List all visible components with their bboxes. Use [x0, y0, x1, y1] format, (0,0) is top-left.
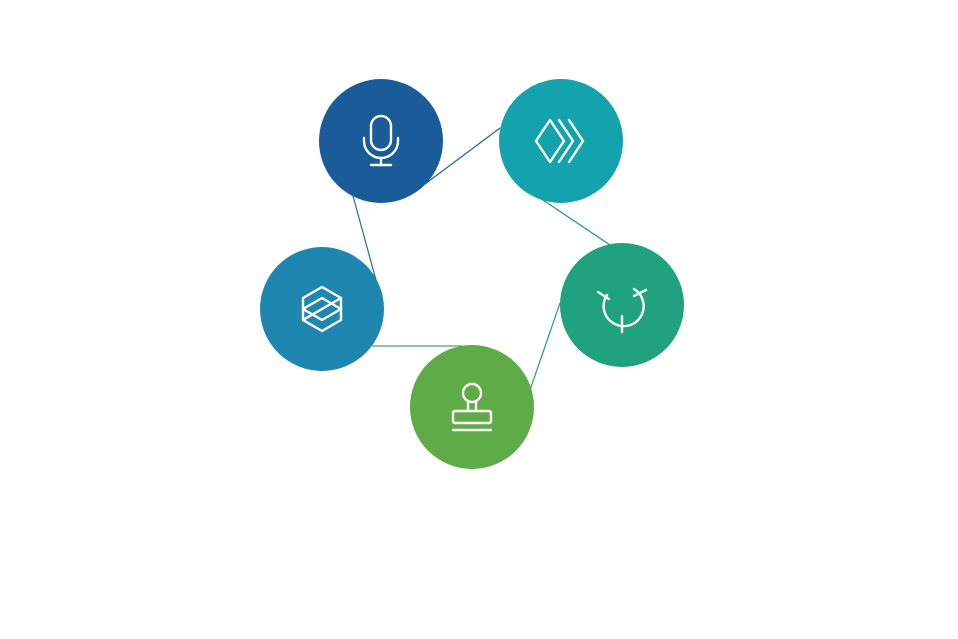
- node-voice-circle: [319, 79, 443, 203]
- hexagon-cube-icon: [301, 285, 343, 333]
- node-stamp: [410, 345, 534, 469]
- crosshair-target-icon: [596, 287, 648, 334]
- node-layers: [499, 79, 623, 203]
- connector-layers-target: [539, 197, 611, 246]
- stamp-icon: [451, 382, 493, 432]
- node-layers-circle: [499, 79, 623, 203]
- node-target: [560, 243, 684, 367]
- connector-hexagon-voice: [352, 195, 377, 281]
- connector-voice-layers: [424, 127, 501, 185]
- node-target-circle: [560, 243, 684, 367]
- connectors: [352, 127, 611, 391]
- node-stamp-circle: [410, 345, 534, 469]
- node-voice: [319, 79, 443, 203]
- node-hexagon: [260, 247, 384, 371]
- layered-diamonds-icon: [534, 118, 585, 164]
- microphone-icon: [362, 114, 400, 167]
- connector-target-stamp: [529, 302, 561, 391]
